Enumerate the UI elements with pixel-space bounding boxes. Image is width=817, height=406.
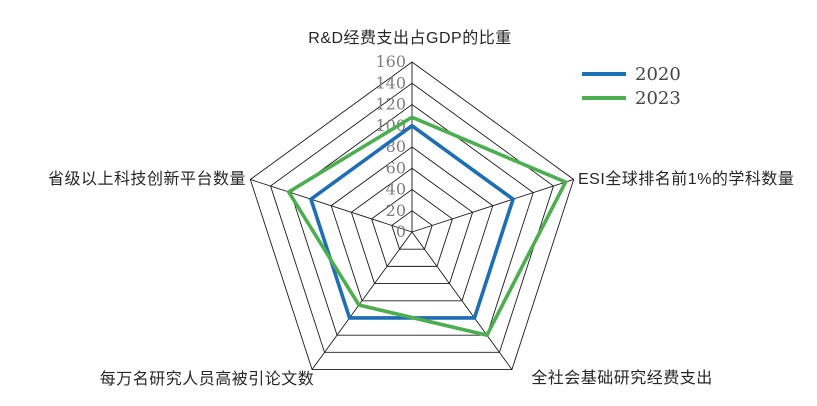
radial-tick-label-40: 40 [386,180,406,199]
category-label-1: ESI全球排名前1%的学科数量 [578,170,794,188]
axis-spoke-4 [250,179,413,233]
radial-tick-label-140: 140 [375,73,406,92]
radial-tick-label-20: 20 [386,201,406,220]
category-label-0: R&D经费支出占GDP的比重 [308,29,511,47]
radial-tick-label-80: 80 [386,137,406,156]
category-label-2: 全社会基础研究经费支出 [531,369,713,387]
category-label-4: 省级以上科技创新平台数量 [48,170,246,188]
grid-ring-20 [391,210,433,250]
series-2023-line [286,115,569,338]
axis-spoke-2 [411,231,513,370]
legend-label-2023: 2023 [635,88,681,109]
radial-tick-label-60: 60 [386,158,406,177]
grid-ring-60 [350,167,474,285]
radial-tick-label-100: 100 [375,116,406,135]
legend-label-2020: 2020 [635,64,681,85]
grid-ring-160 [249,61,575,370]
grid-ring-80 [330,146,494,302]
radial-tick-label-0: 0 [396,222,406,241]
grid-ring-40 [371,188,453,267]
radial-tick-label-120: 120 [375,95,406,114]
axis-spoke-3 [311,231,413,370]
axis-spoke-1 [411,179,574,233]
radial-tick-label-160: 160 [375,52,406,71]
category-label-3: 每万名研究人员高被引论文数 [100,370,315,388]
